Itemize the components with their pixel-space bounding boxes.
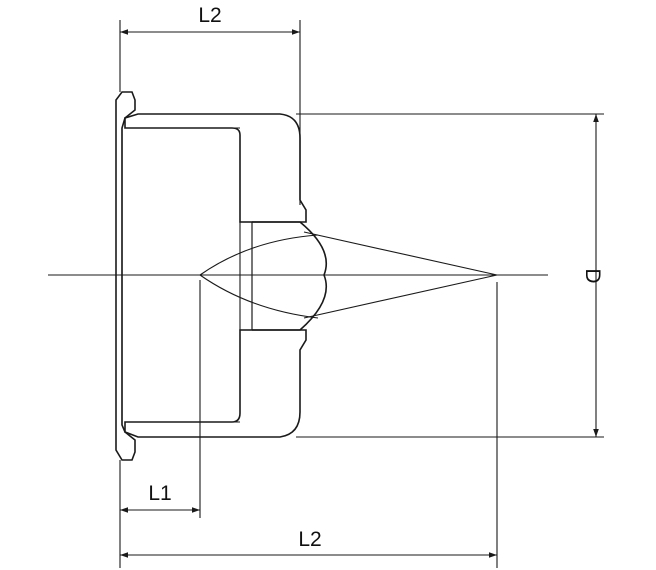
- spray-cone-outer: [303, 231, 498, 319]
- sight-window: [239, 221, 253, 331]
- flange-profile: [115, 91, 136, 461]
- upper-body-section: [124, 113, 307, 223]
- label-d: D: [581, 268, 604, 283]
- label-top-l2: L2: [198, 4, 221, 27]
- label-l1: L1: [148, 482, 171, 505]
- spray-cone-inner: [199, 234, 319, 319]
- lower-body-section: [124, 329, 307, 438]
- label-bottom-l2: L2: [298, 528, 321, 551]
